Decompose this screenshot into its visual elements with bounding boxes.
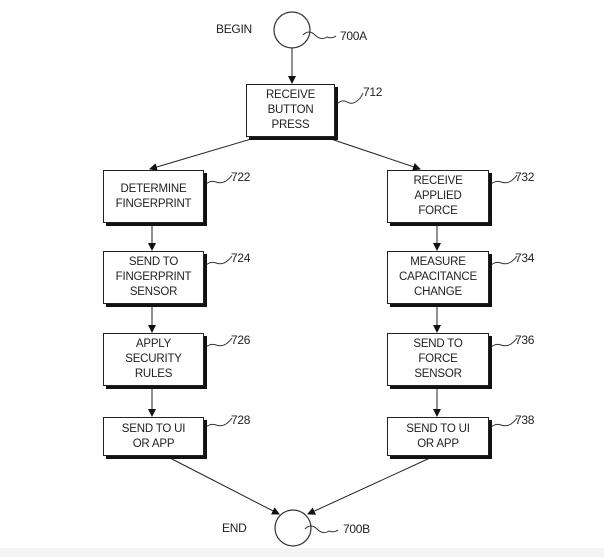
begin-label: BEGIN: [216, 22, 252, 36]
leader-700A: [302, 31, 337, 40]
ref-732: 732: [515, 170, 535, 184]
bottom-strip: [0, 548, 604, 557]
step-734: MEASURE CAPACITANCE CHANGE: [387, 251, 489, 304]
edge-712-722: [149, 136, 259, 171]
leader-736: [490, 337, 518, 348]
leader-712: [336, 92, 364, 105]
edge-738-end: [307, 457, 431, 515]
step-724: SEND TO FINGERPRINT SENSOR: [103, 251, 204, 304]
leader-700B: [304, 525, 339, 534]
step-726: APPLY SECURITY RULES: [103, 333, 204, 386]
step-736: SEND TO FORCE SENSOR: [387, 333, 489, 386]
leader-728: [205, 417, 233, 428]
ref-726: 726: [231, 333, 251, 347]
leader-738: [490, 417, 518, 428]
begin-node: [273, 11, 311, 49]
ref-722: 722: [231, 170, 251, 184]
begin-ref: 700A: [340, 29, 367, 43]
ref-738: 738: [515, 413, 535, 427]
step-712: RECEIVE BUTTON PRESS: [246, 84, 335, 137]
end-label: END: [222, 521, 247, 535]
edge-728-end: [169, 457, 280, 515]
ref-728: 728: [231, 413, 251, 427]
leader-726: [205, 337, 233, 348]
leader-734: [490, 255, 518, 266]
step-722: DETERMINE FINGERPRINT: [103, 170, 204, 223]
step-738: SEND TO UI OR APP: [387, 417, 489, 456]
step-728: SEND TO UI OR APP: [103, 417, 204, 456]
end-ref: 700B: [343, 522, 370, 536]
step-732: RECEIVE APPLIED FORCE: [387, 170, 489, 223]
edge-712-732: [324, 136, 421, 171]
ref-734: 734: [515, 251, 535, 265]
ref-712: 712: [363, 85, 383, 99]
leader-724: [205, 255, 233, 266]
ref-736: 736: [515, 333, 535, 347]
end-node: [274, 509, 312, 547]
ref-724: 724: [231, 251, 251, 265]
leader-722: [205, 174, 233, 185]
leader-732: [490, 174, 518, 185]
